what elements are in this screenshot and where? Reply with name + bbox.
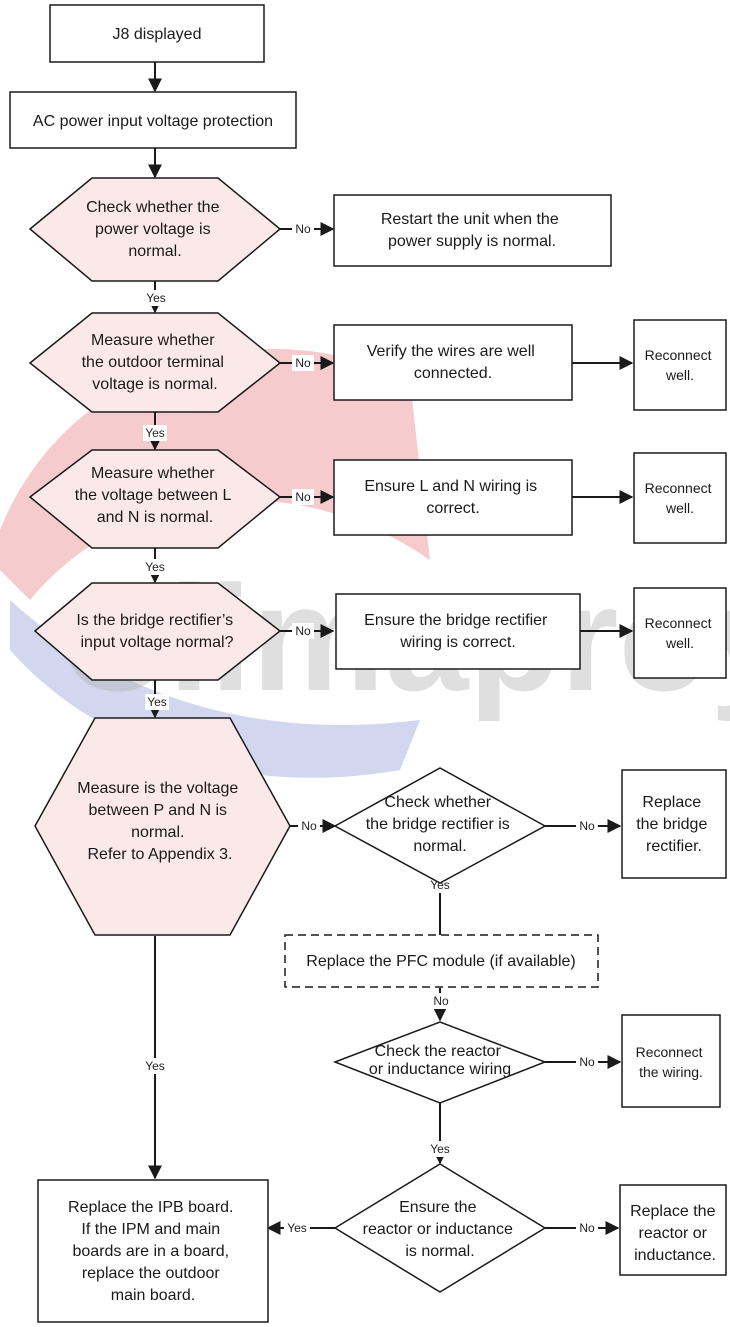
replace-ipb-text: Replace the IPB board. If the IPM and ma… [68,1199,238,1304]
decision-pn-voltage [34,717,291,936]
decision-reactor-normal [333,1163,547,1293]
label-no-4: No [295,624,311,638]
decision-reactor-wiring [332,1021,548,1104]
decision-reactor-normal-text: Ensure the reactor or inductance is norm… [363,1199,518,1260]
start-text: J8 displayed [113,26,202,43]
decision-ln-voltage-text: Measure whether the voltage between L an… [75,465,235,526]
decision-bridge-normal [333,767,547,884]
label-no-3: No [295,490,311,504]
label-yes-2: Yes [145,426,165,440]
decision-bridge-normal-text: Check whether the bridge rectifier is no… [366,794,515,855]
decision-terminal-voltage-text: Measure whether the outdoor terminal vol… [82,332,229,393]
label-no-5: No [301,819,317,833]
ensure-bridge-wiring-text: Ensure the bridge rectifier wiring is co… [364,612,552,651]
label-no-1: No [295,222,311,236]
reconnect-box-3 [633,587,727,679]
decision-reactor-wiring-text: Check the reactor or inductance wiring [369,1043,511,1078]
decision-bridge-input-text: Is the bridge rectifier’s input voltage … [76,612,237,651]
replace-bridge-text: Replace the bridge rectifier. [636,794,712,855]
label-yes-1: Yes [146,291,166,305]
reconnect-wiring-text: Reconnect the wiring. [636,1044,707,1080]
label-no-6: No [579,819,595,833]
verify-wires-box [333,324,573,401]
label-yes-6: Yes [430,878,450,892]
decision-ln-voltage [28,449,282,549]
label-yes-5: Yes [145,1059,165,1073]
replace-reactor-box [619,1184,727,1276]
label-no-7: No [579,1055,595,1069]
replace-pfc-text: Replace the PFC module (if available) [306,953,575,970]
watermark: Climaproyec [0,349,730,778]
ensure-bridge-wiring-box [335,593,581,670]
label-yes-3: Yes [145,560,165,574]
restart-unit-text: Restart the unit when the power supply i… [381,211,563,250]
watermark-blue-swoosh [10,600,420,778]
nodes: J8 displayed AC power input voltage prot… [9,4,727,1323]
ac-protection-box [9,91,297,149]
label-yes-7: Yes [430,1142,450,1156]
label-no-8: No [579,1221,595,1235]
reconnect-wiring-box [621,1014,721,1108]
decision-terminal-voltage [28,312,282,413]
label-no-2: No [295,356,311,370]
decision-pn-voltage-text: Measure is the voltage between P and N i… [77,780,242,863]
verify-wires-text: Verify the wires are well connected. [367,343,540,382]
ensure-ln-text: Ensure L and N wiring is correct. [364,478,541,517]
reconnect-text-2: Reconnect well. [645,480,716,516]
restart-unit-box [333,194,612,267]
reconnect-box-2 [633,452,727,544]
decision-bridge-input [33,582,282,681]
start-box [49,4,265,63]
decision-power-voltage-text: Check whether the power voltage is norma… [86,199,224,260]
label-yes-4: Yes [147,695,167,709]
edge-labels: No Yes No Yes No Yes No Yes No No Yes No… [143,221,598,1236]
reconnect-text-1: Reconnect well. [645,347,716,383]
reconnect-text-3: Reconnect well. [645,615,716,651]
ensure-ln-box [333,459,573,536]
replace-reactor-text: Replace the reactor or inductance. [630,1203,720,1264]
replace-ipb-box [37,1179,269,1323]
reconnect-box-1 [633,319,727,411]
replace-pfc-box [284,934,599,988]
label-no-pfc: No [433,994,449,1008]
replace-bridge-box [621,769,727,879]
ac-protection-text: AC power input voltage protection [33,113,273,130]
label-yes-8: Yes [287,1221,307,1235]
decision-power-voltage [28,177,282,282]
